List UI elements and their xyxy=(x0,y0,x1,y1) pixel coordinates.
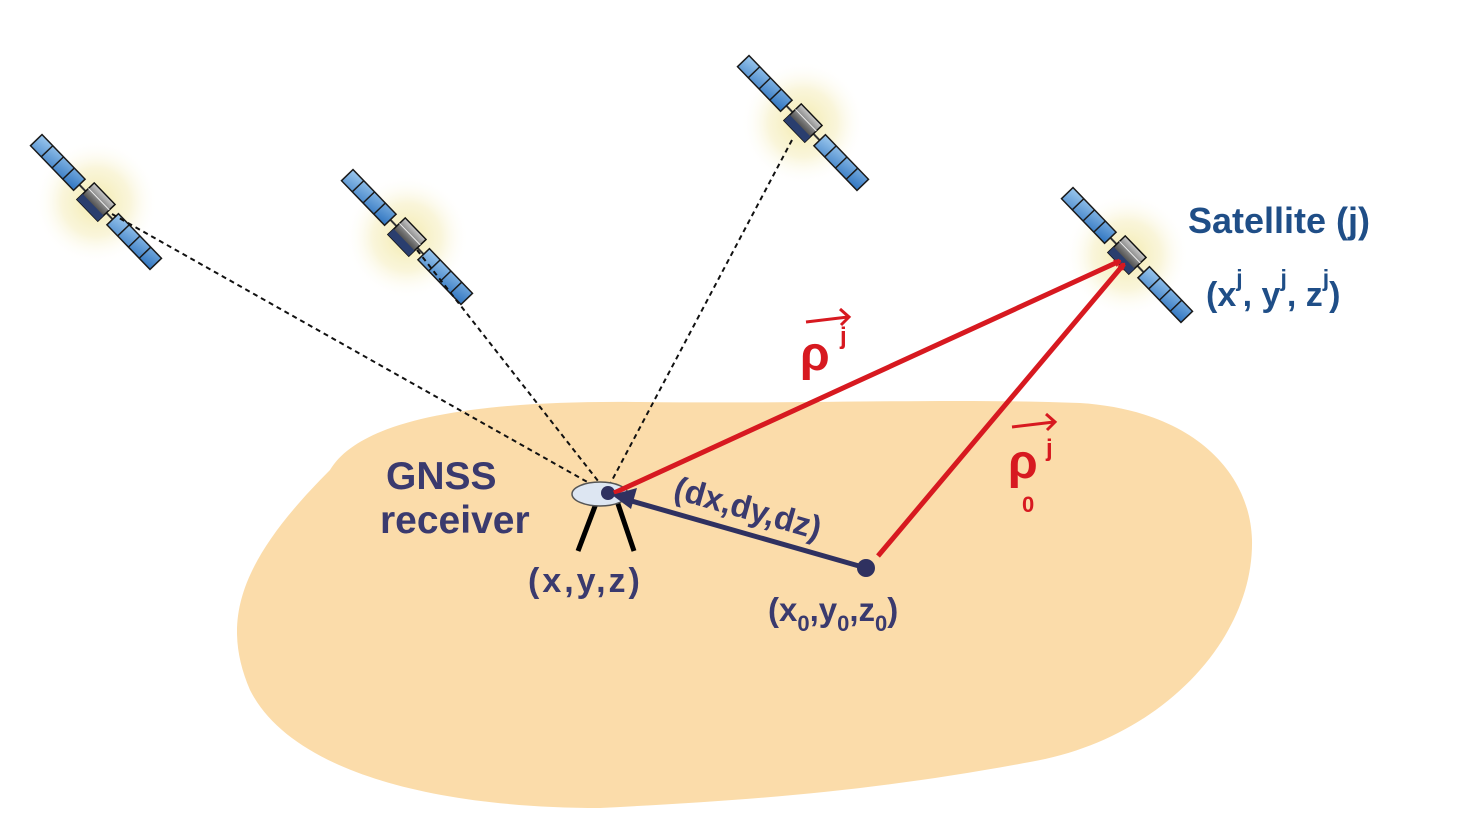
displacement-vector xyxy=(627,497,867,571)
svg-text:j: j xyxy=(1045,435,1053,462)
rho0-vector xyxy=(876,264,1126,558)
svg-text:ρ: ρ xyxy=(800,328,830,381)
svg-text:j: j xyxy=(839,323,847,350)
rho-label: ρ j xyxy=(800,307,852,381)
rho-vector xyxy=(612,258,1120,496)
svg-text:ρ: ρ xyxy=(1008,436,1038,489)
svg-text:0: 0 xyxy=(1022,492,1034,517)
satellite-title: Satellite (j) xyxy=(1188,200,1370,241)
satellite-coordinates: (xj, yj, zj) xyxy=(1206,265,1340,314)
gnss-receiver-icon xyxy=(571,481,637,552)
ground-area xyxy=(236,400,1253,808)
rho0-label: ρ j 0 xyxy=(1008,412,1058,517)
receiver-coordinates: (x,y,z) xyxy=(528,562,643,600)
satellite-icon xyxy=(697,17,909,229)
satellite-icon xyxy=(1021,149,1233,361)
satellite-icon xyxy=(301,131,513,343)
receiver-title-line1: GNSS xyxy=(386,455,497,498)
satellite-icon xyxy=(0,96,202,308)
signal-lines xyxy=(111,139,793,489)
approx-coordinates: (x0,y0,z0) xyxy=(768,591,898,636)
receiver-title-line2: receiver xyxy=(380,499,530,542)
displacement-arrowhead xyxy=(612,488,637,509)
approx-position-point xyxy=(857,559,875,577)
